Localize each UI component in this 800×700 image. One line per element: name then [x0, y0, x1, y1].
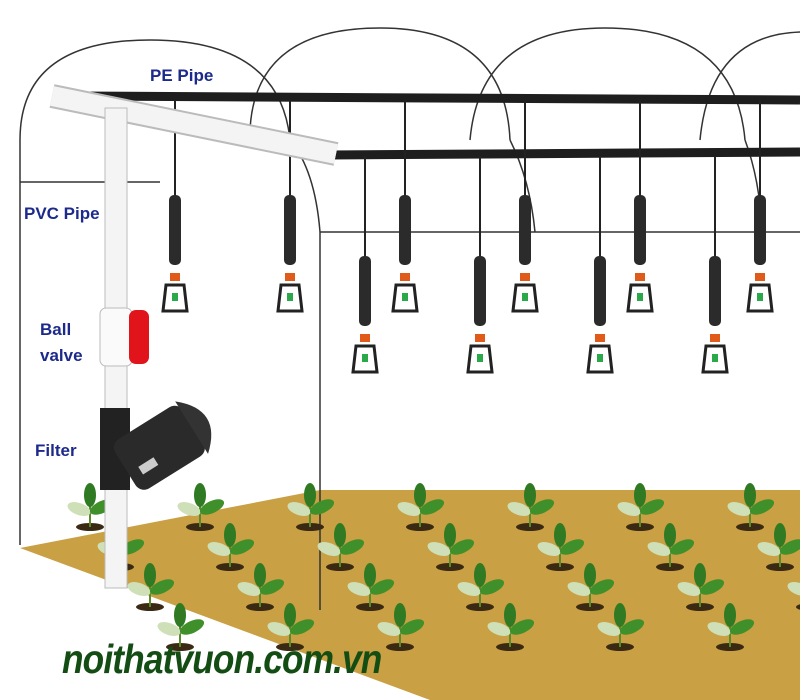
- ball-valve-body: [99, 307, 133, 367]
- pe-pipe-lower: [329, 147, 800, 160]
- plant: [317, 523, 365, 571]
- plant: [397, 483, 445, 531]
- plant: [487, 603, 535, 651]
- sprinkler-drops: [161, 100, 774, 374]
- plant: [127, 563, 175, 611]
- plant-rows: [67, 483, 800, 651]
- sprinkler: [626, 100, 654, 313]
- sprinkler: [746, 100, 774, 313]
- plant: [507, 483, 555, 531]
- plant: [237, 563, 285, 611]
- plant: [787, 582, 800, 610]
- plant: [707, 603, 755, 651]
- plant: [727, 483, 775, 531]
- plant: [457, 563, 505, 611]
- sprinkler: [701, 156, 729, 374]
- ball-valve-label-line2: valve: [40, 346, 83, 365]
- sprinkler: [466, 156, 494, 374]
- sprinkler: [586, 156, 614, 374]
- pvc-pipe-label: PVC Pipe: [24, 204, 100, 223]
- ball-valve-handle: [129, 310, 149, 364]
- filter-label: Filter: [35, 441, 77, 460]
- pe-pipe-label: PE Pipe: [150, 66, 214, 85]
- plant: [597, 603, 645, 651]
- sprinkler: [511, 100, 539, 313]
- sprinkler: [276, 100, 304, 313]
- ball-valve-label-line1: Ball: [40, 320, 72, 339]
- plant: [287, 483, 335, 531]
- sprinkler: [391, 100, 419, 313]
- plant: [617, 483, 665, 531]
- watermark: noithatvuon.com.vn: [62, 636, 382, 682]
- plant: [347, 563, 395, 611]
- plant: [377, 603, 425, 651]
- plant: [177, 483, 225, 531]
- sprinkler: [351, 156, 379, 374]
- plant: [567, 563, 615, 611]
- plant: [537, 523, 585, 571]
- plant: [267, 603, 315, 651]
- plant: [757, 523, 800, 571]
- plant: [427, 523, 475, 571]
- plant: [207, 523, 255, 571]
- plant: [157, 603, 205, 651]
- pe-pipe-upper: [74, 91, 800, 105]
- sprinkler: [161, 100, 189, 313]
- filter-unit: [100, 401, 212, 490]
- plant: [647, 523, 695, 571]
- plant: [677, 563, 725, 611]
